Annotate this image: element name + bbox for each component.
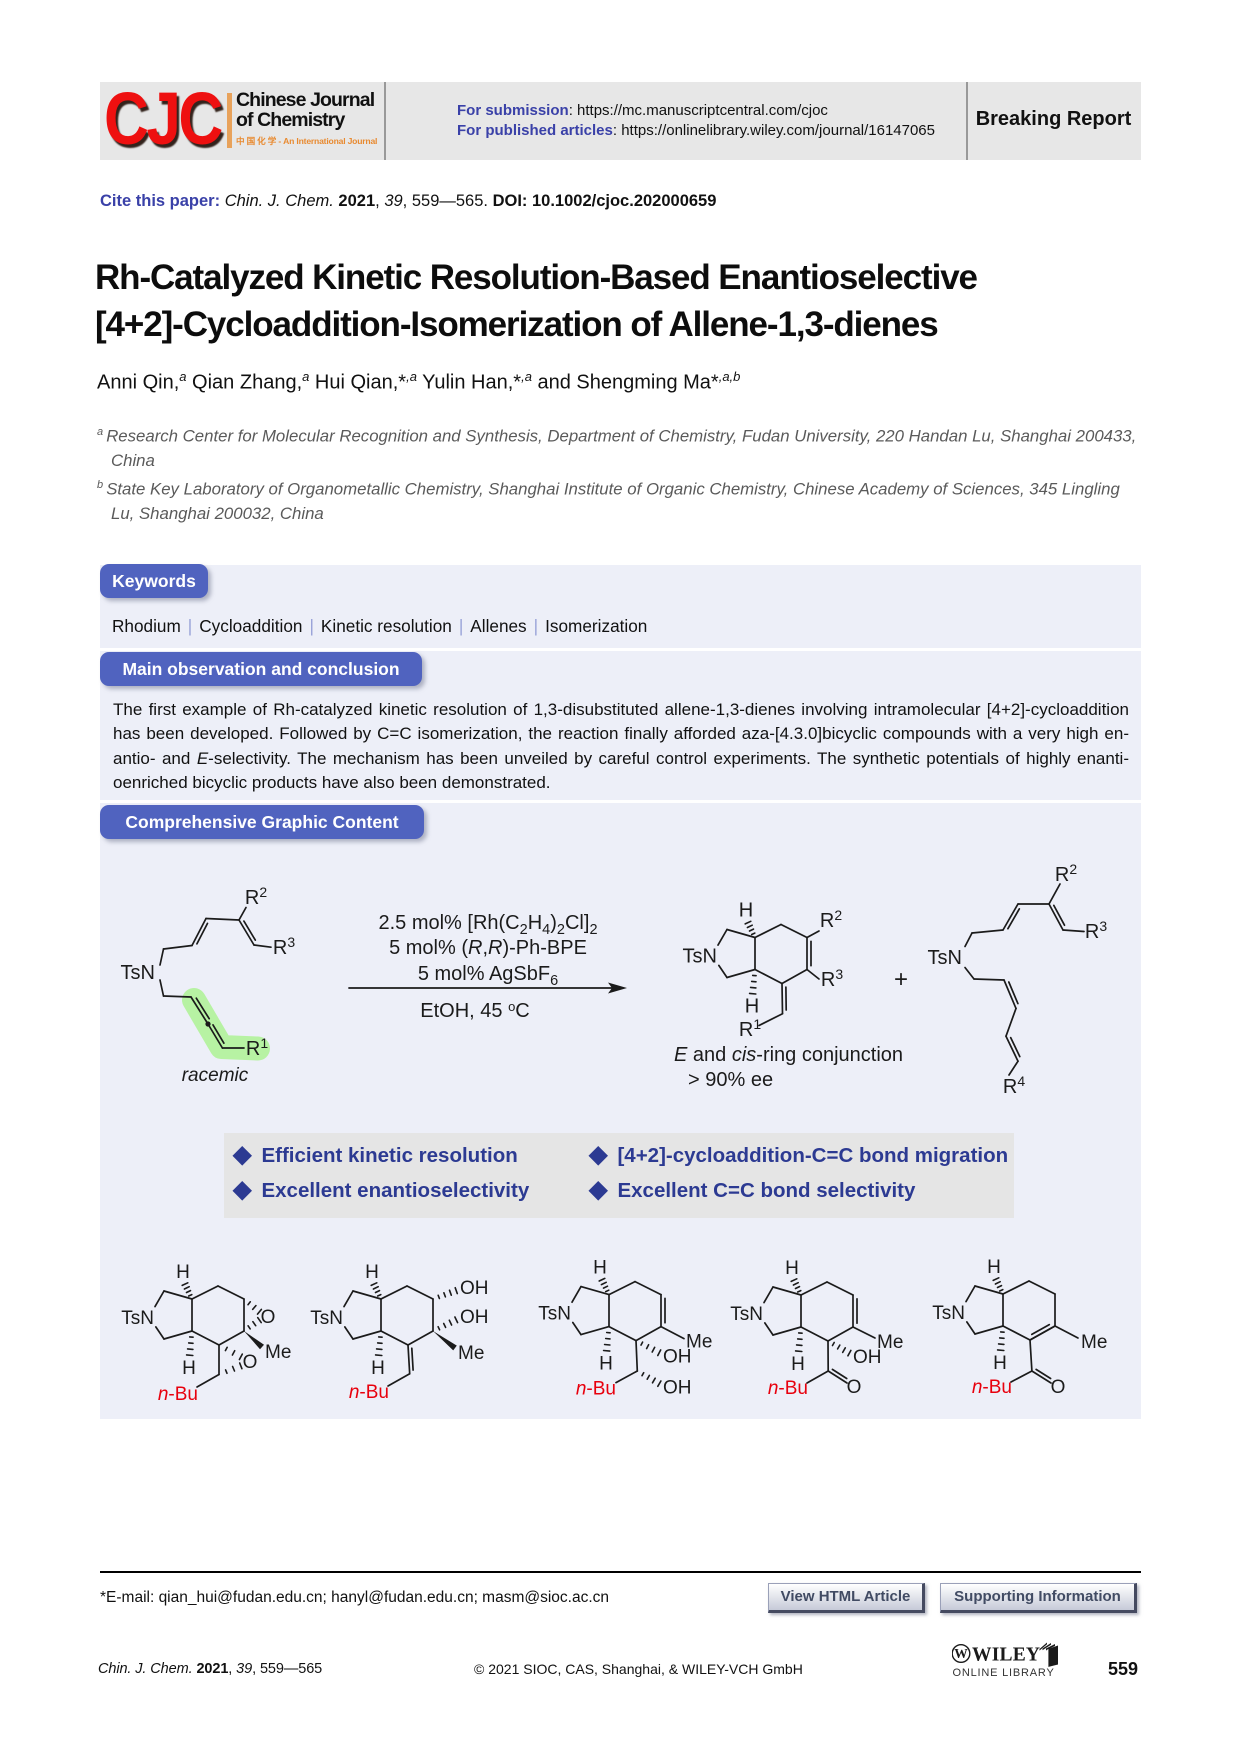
svg-text:+: + bbox=[894, 966, 908, 993]
svg-text:WILEY: WILEY bbox=[972, 1645, 1040, 1666]
svg-text:TsN: TsN bbox=[932, 1303, 965, 1324]
svg-text:TsN: TsN bbox=[730, 1304, 763, 1325]
svg-text:H: H bbox=[745, 996, 759, 1018]
svg-text:> 90% ee: > 90% ee bbox=[688, 1069, 773, 1091]
svg-text:E and cis-ring conjunction: E and cis-ring conjunction bbox=[674, 1044, 903, 1066]
svg-text:OH: OH bbox=[460, 1307, 489, 1328]
svg-text:R3: R3 bbox=[1085, 918, 1107, 943]
svg-text:Me: Me bbox=[1081, 1332, 1107, 1353]
svg-text:TsN: TsN bbox=[121, 1308, 154, 1329]
svg-text:H: H bbox=[739, 900, 753, 922]
svg-text:n-Bu: n-Bu bbox=[768, 1378, 808, 1399]
svg-text:5 mol% (R,R)-Ph-BPE: 5 mol% (R,R)-Ph-BPE bbox=[389, 937, 587, 959]
svg-text:ONLINE LIBRARY: ONLINE LIBRARY bbox=[953, 1667, 1055, 1679]
svg-text:H: H bbox=[599, 1354, 613, 1375]
svg-text:OH: OH bbox=[663, 1347, 692, 1368]
svg-text:O: O bbox=[1051, 1377, 1066, 1398]
svg-text:H: H bbox=[371, 1358, 385, 1379]
svg-text:n-Bu: n-Bu bbox=[576, 1379, 616, 1400]
svg-text:TsN: TsN bbox=[538, 1304, 571, 1325]
svg-text:R4: R4 bbox=[1003, 1073, 1025, 1098]
svg-text:TsN: TsN bbox=[310, 1308, 343, 1329]
svg-text:R2: R2 bbox=[245, 884, 267, 909]
svg-text:Me: Me bbox=[877, 1332, 903, 1353]
svg-text:R2: R2 bbox=[820, 907, 842, 932]
svg-text:H: H bbox=[176, 1262, 190, 1283]
svg-text:O: O bbox=[261, 1307, 276, 1328]
svg-text:OH: OH bbox=[663, 1378, 692, 1399]
svg-text:Me: Me bbox=[458, 1343, 484, 1364]
svg-text:R3: R3 bbox=[821, 966, 843, 991]
svg-text:H: H bbox=[593, 1258, 607, 1279]
svg-text:R1: R1 bbox=[739, 1016, 761, 1041]
svg-text:5 mol% AgSbF6: 5 mol% AgSbF6 bbox=[418, 963, 558, 989]
svg-text:H: H bbox=[791, 1354, 805, 1375]
svg-text:EtOH, 45 oC: EtOH, 45 oC bbox=[420, 999, 530, 1022]
svg-text:racemic: racemic bbox=[182, 1065, 249, 1086]
svg-text:H: H bbox=[182, 1358, 196, 1379]
svg-text:H: H bbox=[365, 1262, 379, 1283]
svg-text:O: O bbox=[243, 1352, 258, 1373]
svg-text:R3: R3 bbox=[273, 934, 295, 959]
svg-text:TsN: TsN bbox=[928, 947, 962, 969]
svg-text:n-Bu: n-Bu bbox=[972, 1377, 1012, 1398]
svg-text:H: H bbox=[785, 1258, 799, 1279]
svg-text:H: H bbox=[993, 1353, 1007, 1374]
svg-text:Me: Me bbox=[265, 1342, 291, 1363]
svg-text:Me: Me bbox=[686, 1332, 712, 1353]
svg-text:OH: OH bbox=[460, 1278, 489, 1299]
svg-text:R2: R2 bbox=[1055, 861, 1077, 886]
svg-text:O: O bbox=[847, 1377, 862, 1398]
svg-text:H: H bbox=[987, 1257, 1001, 1278]
svg-text:n-Bu: n-Bu bbox=[349, 1382, 389, 1403]
svg-text:TsN: TsN bbox=[121, 962, 155, 984]
svg-text:W: W bbox=[954, 1646, 968, 1661]
svg-text:TsN: TsN bbox=[683, 946, 717, 968]
svg-text:n-Bu: n-Bu bbox=[158, 1384, 198, 1405]
svg-text:2.5 mol% [Rh(C2H4)2Cl]2: 2.5 mol% [Rh(C2H4)2Cl]2 bbox=[378, 912, 597, 938]
svg-text:OH: OH bbox=[853, 1347, 882, 1368]
